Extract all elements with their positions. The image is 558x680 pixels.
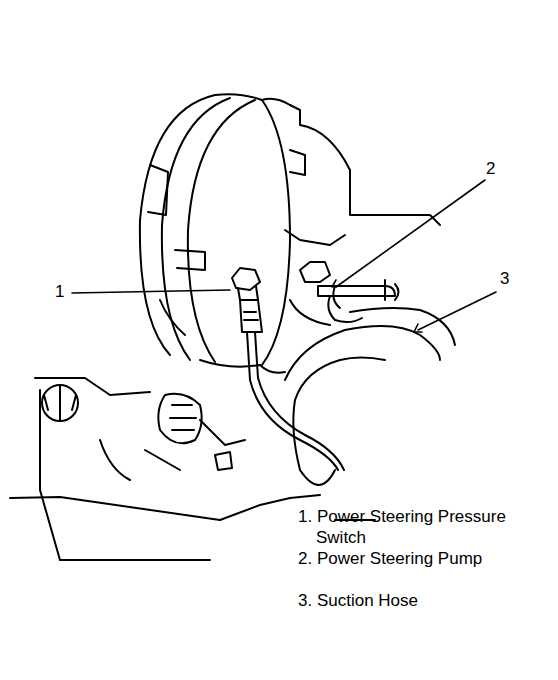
part-name: 1. Power Steering Pressure Switch — [298, 506, 506, 548]
pressure-switch — [232, 268, 344, 470]
part-name: 3. Suction Hose — [298, 590, 506, 611]
part-name: 2. Power Steering Pump — [298, 548, 506, 569]
pulley — [140, 94, 290, 366]
callout-number: 1 — [55, 281, 64, 302]
hose-clamp — [318, 280, 399, 322]
suction-hose — [285, 308, 455, 485]
callout-number: 3 — [500, 268, 509, 289]
callout-number: 2 — [486, 158, 495, 179]
leader-line — [72, 180, 496, 332]
